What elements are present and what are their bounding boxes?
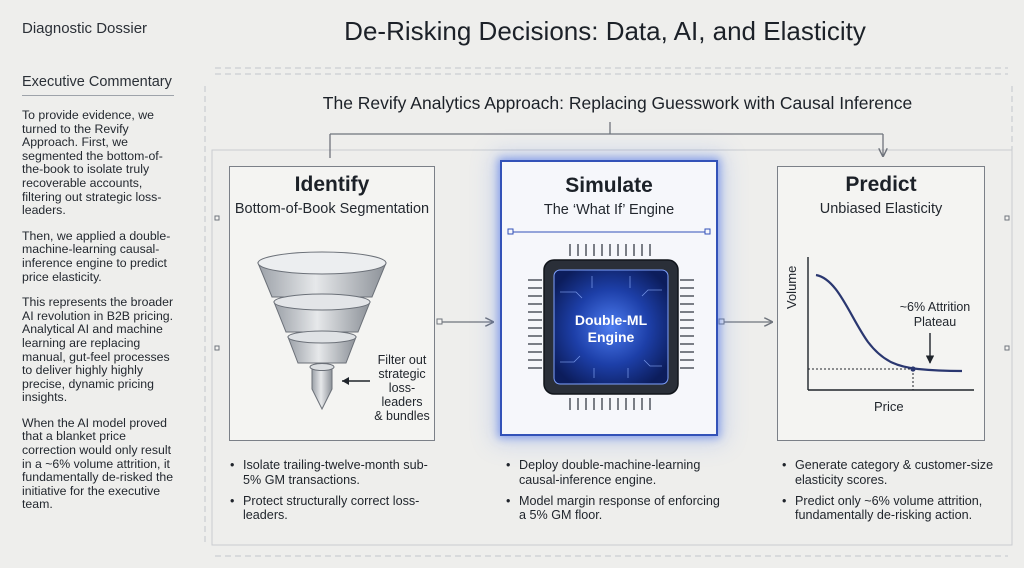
bullet-item: Generate category & customer-size elasti… — [781, 458, 996, 488]
top-connector — [329, 122, 883, 158]
executive-commentary: To provide evidence, we turned to the Re… — [22, 108, 180, 524]
annotation-line: Plateau — [913, 315, 957, 329]
bullet-item: Predict only ~6% volume attrition, funda… — [781, 494, 996, 524]
plateau-point — [910, 366, 916, 372]
bullet-item: Model margin response of enforcing a 5% … — [505, 494, 720, 524]
chip-label: Double-ML Engine — [554, 312, 668, 346]
flow-arrow-nodes — [214, 215, 1010, 351]
y-axis-label: Volume — [784, 265, 799, 309]
annotation-line: ~6% Attrition — [899, 300, 971, 314]
panel-title: Simulate — [565, 174, 653, 197]
x-axis-label: Price — [874, 399, 904, 414]
identify-bullets: Isolate trailing-twelve-month sub-5% GM … — [229, 458, 444, 529]
dossier-label: Diagnostic Dossier — [22, 20, 148, 37]
simulate-bullets: Deploy double-machine-learning causal-in… — [505, 458, 720, 529]
bullet-item: Protect structurally correct loss-leader… — [229, 494, 444, 524]
bullet-item: Isolate trailing-twelve-month sub-5% GM … — [229, 458, 444, 488]
panel-subtitle: Bottom-of-Book Segmentation — [234, 201, 430, 217]
callout-line: loss-leaders — [381, 381, 423, 409]
bullet-item: Deploy double-machine-learning causal-in… — [505, 458, 720, 488]
sidebar-heading: Executive Commentary — [22, 74, 172, 90]
demand-curve — [815, 273, 963, 373]
elasticity-chart — [807, 257, 974, 391]
callout-line: Filter out — [377, 353, 427, 367]
panel-predict: Predict Unbiased Elasticity Volume Price… — [777, 166, 985, 441]
page-title: De-Risking Decisions: Data, AI, and Elas… — [344, 16, 866, 46]
panel-subtitle: Unbiased Elasticity — [819, 201, 943, 217]
panel-title: Identify — [294, 173, 370, 196]
chip-label-line: Double-ML — [574, 312, 648, 328]
panel-identify: Identify Bottom-of-Book Segmentation Fil… — [229, 166, 435, 441]
commentary-paragraph: To provide evidence, we turned to the Re… — [22, 108, 163, 218]
diagram-frame — [211, 149, 1013, 546]
panel-simulate: Simulate The ‘What If’ Engine — [500, 160, 718, 436]
sidebar-divider — [22, 95, 174, 96]
chart-annotation: ~6% Attrition Plateau — [892, 300, 978, 330]
commentary-paragraph: This represents the broader AI revolutio… — [22, 295, 174, 405]
funnel-icon — [257, 251, 387, 411]
commentary-paragraph: Then, we applied a double-machine-learni… — [22, 228, 171, 284]
chip-label-line: Engine — [587, 329, 635, 345]
diagram-subtitle: The Revify Analytics Approach: Replacing… — [322, 93, 913, 113]
commentary-paragraph: When the AI model proved that a blanket … — [22, 415, 174, 512]
predict-bullets: Generate category & customer-size elasti… — [781, 458, 996, 529]
chip-icon — [507, 228, 711, 410]
panel-title: Predict — [845, 173, 917, 196]
funnel-callout: Filter out strategic loss-leaders & bund… — [372, 353, 432, 423]
panel-subtitle: The ‘What If’ Engine — [543, 202, 675, 218]
callout-line: strategic — [378, 367, 426, 381]
callout-line: & bundles — [374, 409, 430, 423]
